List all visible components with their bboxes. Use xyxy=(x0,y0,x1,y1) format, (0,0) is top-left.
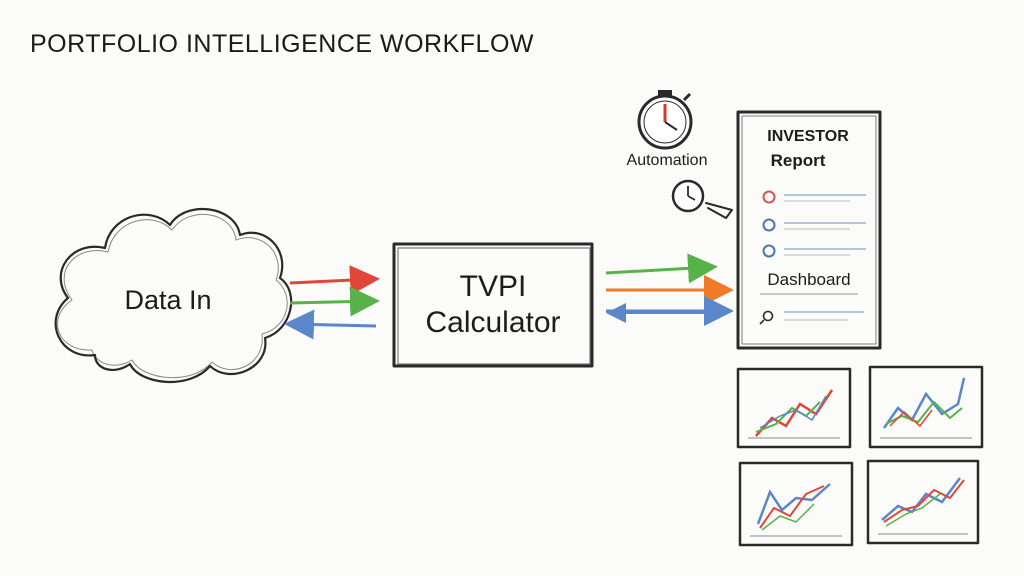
mini-chart-panel-1 xyxy=(736,367,852,449)
line-chart-icon xyxy=(750,483,842,537)
output-arrows xyxy=(605,253,734,326)
diagram-title: PORTFOLIO INTELLIGENCE WORKFLOW xyxy=(30,30,534,58)
data-in-label: Data In xyxy=(124,285,211,315)
arrow-red xyxy=(289,265,380,296)
clock-icon xyxy=(671,179,733,219)
list-bullet-icon xyxy=(762,190,776,204)
report-title-line1: INVESTOR xyxy=(767,128,849,145)
input-arrows xyxy=(284,265,380,340)
stopwatch-icon xyxy=(637,90,693,150)
tvpi-calculator-node: TVPI Calculator xyxy=(392,242,594,368)
arrow-green-out xyxy=(605,253,718,284)
investor-report-node: INVESTOR Report Dashboard xyxy=(736,110,882,350)
automation-label: Automation xyxy=(627,152,708,169)
line-chart-icon xyxy=(748,389,840,439)
line-chart-icon xyxy=(880,377,972,439)
cloud-icon xyxy=(54,207,293,384)
dashboard-label: Dashboard xyxy=(767,270,850,289)
arrow-blue-back xyxy=(284,309,377,340)
calculator-label-line2: Calculator xyxy=(425,306,560,339)
list-bullet-icon xyxy=(762,218,776,232)
search-icon xyxy=(759,310,774,325)
mini-chart-panel-3 xyxy=(738,461,854,547)
automation-node: Automation xyxy=(627,90,733,219)
data-in-node: Data In xyxy=(54,207,293,384)
line-chart-icon xyxy=(878,477,968,535)
calculator-label-line1: TVPI xyxy=(460,270,527,303)
arrow-green xyxy=(289,286,380,317)
mini-chart-panel-2 xyxy=(868,365,984,449)
list-bullet-icon xyxy=(762,244,776,258)
report-list xyxy=(762,190,866,258)
report-title-line2: Report xyxy=(771,151,826,170)
mini-chart-panel-4 xyxy=(866,459,980,545)
